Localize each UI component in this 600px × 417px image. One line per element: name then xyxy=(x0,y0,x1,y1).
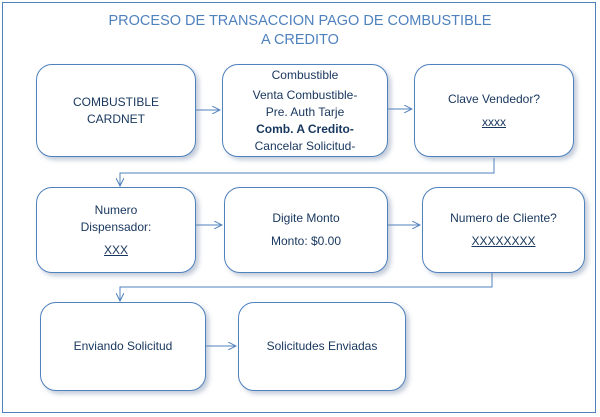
cardnet-label: CARDNET xyxy=(86,111,145,126)
dispensador-value: XXX xyxy=(103,242,128,257)
step-combustible-menu: Combustible Venta Combustible- Pre. Auth… xyxy=(222,64,388,157)
monto-value: Monto: $0.00 xyxy=(270,234,342,248)
solicitudes-enviadas-label: Solicitudes Enviadas xyxy=(266,339,378,353)
step-enviando-solicitud: Enviando Solicitud xyxy=(40,302,206,391)
numero-cliente-label: Numero de Cliente? xyxy=(450,211,557,225)
menu-option-credito: Comb. A Credito- xyxy=(256,121,354,136)
step-clave-vendedor: Clave Vendedor? xxxx xyxy=(414,64,574,157)
combustible-label: COMBUSTIBLE xyxy=(72,94,159,109)
arrow-row2-to-row3 xyxy=(120,272,493,301)
step-digite-monto: Digite Monto Monto: $0.00 xyxy=(224,187,388,273)
menu-option-venta: Venta Combustible- xyxy=(252,87,358,102)
digite-monto-label: Digite Monto xyxy=(272,211,340,225)
step-solicitudes-enviadas: Solicitudes Enviadas xyxy=(238,302,406,391)
clave-vendedor-label: Clave Vendedor? xyxy=(447,91,541,106)
step-numero-dispensador: Numero Dispensador: XXX xyxy=(36,187,196,273)
menu-heading: Combustible xyxy=(271,67,339,82)
enviando-solicitud-label: Enviando Solicitud xyxy=(73,339,173,353)
arrow-row1-to-row2 xyxy=(120,158,495,186)
step-combustible-cardnet: COMBUSTIBLE CARDNET xyxy=(36,64,196,157)
menu-option-cancelar: Cancelar Solicitud- xyxy=(254,138,356,153)
menu-option-preauth: Pre. Auth Tarje xyxy=(265,104,345,119)
diagram-title-line1: PROCESO DE TRANSACCION PAGO DE COMBUSTIB… xyxy=(108,13,492,29)
dispensador-label-line2: Dispensador: xyxy=(80,219,152,234)
dispensador-label-line1: Numero xyxy=(94,202,138,217)
numero-cliente-value: XXXXXXXX xyxy=(471,234,536,248)
clave-vendedor-value: xxxx xyxy=(482,114,506,129)
diagram-title-line2: A CREDITO xyxy=(261,32,339,48)
step-numero-cliente: Numero de Cliente? XXXXXXXX xyxy=(422,187,585,273)
